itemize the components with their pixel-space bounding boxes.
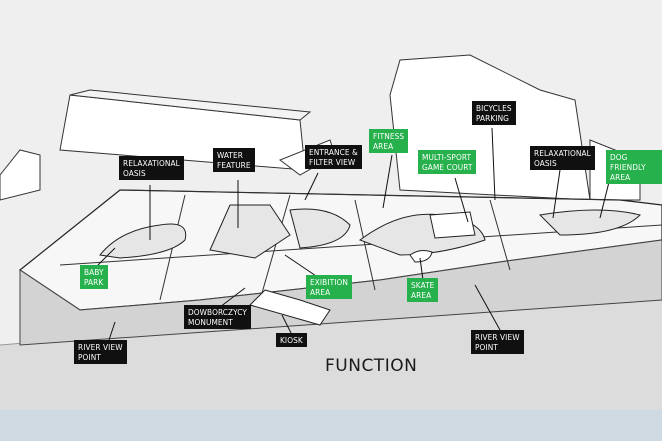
label-exibition-area: EXIBITION AREA	[306, 275, 352, 299]
label-dog-friendly-area: DOG FRIENDLY AREA	[606, 150, 662, 184]
caption-function: FUNCTION	[325, 356, 418, 376]
label-skate-area: SKATE AREA	[407, 278, 439, 302]
label-river-view-point-right: RIVER VIEW POINT	[471, 330, 524, 354]
label-water-feature: WATER FEATURE	[213, 148, 255, 172]
label-dowborczycy-monument: DOWBORCZYCY MONUMENT	[184, 305, 252, 329]
label-bicycles-parking: BICYCLES PARKING	[472, 101, 516, 125]
label-kiosk: KIOSK	[276, 333, 307, 347]
label-baby-park: BABY PARK	[80, 265, 108, 289]
label-relaxational-oasis-right: RELAXATIONAL OASIS	[530, 146, 595, 170]
small-structures	[249, 211, 476, 326]
label-river-view-point-left: RIVER VIEW POINT	[74, 340, 127, 364]
label-entrance-filter-view: ENTRANCE & FILTER VIEW	[305, 145, 362, 169]
embankment-foreground	[0, 290, 662, 410]
label-fitness-area: FITNESS AREA	[369, 129, 409, 153]
label-multi-sport-game-court: MULTI-SPORT GAME COURT	[418, 150, 477, 174]
leader-lines	[94, 127, 611, 344]
river-strip	[0, 410, 662, 441]
label-relaxational-oasis-left: RELAXATIONAL OASIS	[119, 156, 184, 180]
